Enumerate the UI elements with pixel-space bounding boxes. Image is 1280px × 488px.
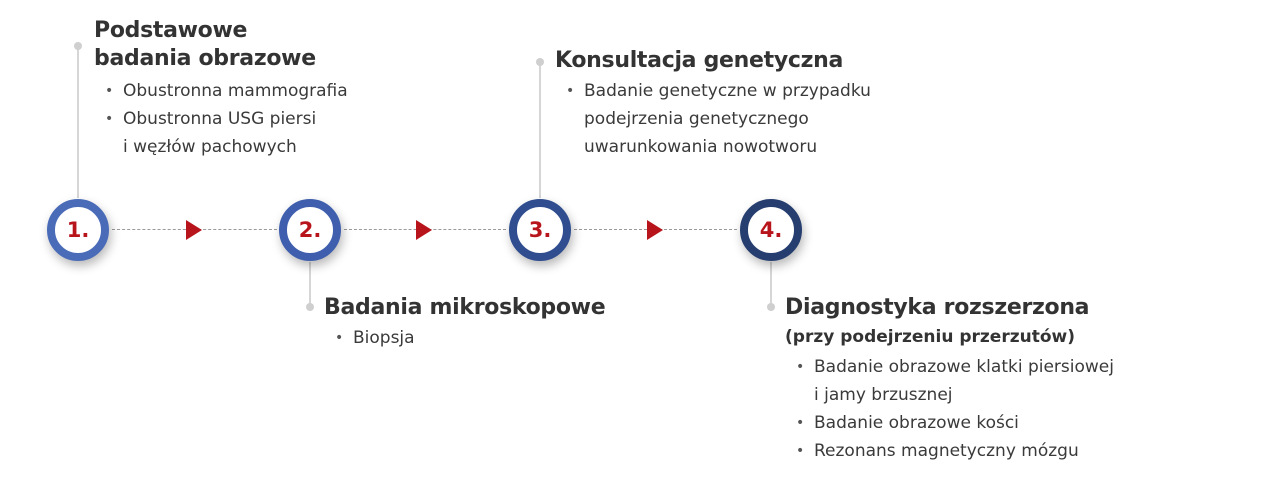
leader-dot bbox=[536, 58, 544, 66]
step-2-number: 2. bbox=[298, 218, 322, 242]
list-item: Badanie obrazowe kości bbox=[792, 409, 1114, 437]
step-1-title-line-2: badania obrazowe bbox=[94, 46, 316, 71]
step-2-circle: 2. bbox=[279, 199, 341, 261]
list-item: Biopsja bbox=[331, 324, 415, 352]
step-1-number: 1. bbox=[66, 218, 90, 242]
leader-dot bbox=[306, 303, 314, 311]
step-3-circle: 3. bbox=[509, 199, 571, 261]
list-item: Obustronna mammografia bbox=[101, 77, 348, 105]
leader-line bbox=[309, 262, 311, 307]
arrow-right-icon bbox=[647, 220, 663, 240]
leader-dot bbox=[74, 42, 82, 50]
leader-line bbox=[770, 262, 772, 307]
step-3-number: 3. bbox=[528, 218, 552, 242]
list-item: Badanie genetyczne w przypadku bbox=[562, 77, 871, 105]
leader-line bbox=[539, 62, 541, 198]
step-4-list: Badanie obrazowe klatki piersiowej i jam… bbox=[792, 353, 1114, 465]
list-item-continuation: uwarunkowania nowotworu bbox=[584, 137, 818, 157]
step-4-number: 4. bbox=[759, 218, 783, 242]
arrow-right-icon bbox=[416, 220, 432, 240]
step-1-title: Podstawowe badania obrazowe bbox=[94, 17, 316, 73]
step-4-title: Diagnostyka rozszerzona bbox=[785, 295, 1090, 320]
list-item: Badanie obrazowe klatki piersiowej bbox=[792, 353, 1114, 381]
leader-dot bbox=[767, 303, 775, 311]
step-3-list: Badanie genetyczne w przypadku podejrzen… bbox=[562, 77, 871, 161]
step-4-circle: 4. bbox=[740, 199, 802, 261]
list-item: Obustronna USG piersi bbox=[101, 105, 348, 133]
arrow-right-icon bbox=[186, 220, 202, 240]
list-item: Rezonans magnetyczny mózgu bbox=[792, 437, 1114, 465]
step-2-list: Biopsja bbox=[331, 324, 415, 352]
step-3-title: Konsultacja genetyczna bbox=[555, 48, 844, 73]
leader-line bbox=[77, 46, 79, 198]
list-item-continuation: i jamy brzusznej bbox=[814, 385, 953, 405]
step-2-title: Badania mikroskopowe bbox=[324, 295, 606, 320]
list-item-continuation: i węzłów pachowych bbox=[123, 137, 297, 157]
step-1-title-line-1: Podstawowe bbox=[94, 18, 248, 43]
step-4-subtitle: (przy podejrzeniu przerzutów) bbox=[785, 327, 1075, 347]
step-1-circle: 1. bbox=[47, 199, 109, 261]
list-item-continuation: podejrzenia genetycznego bbox=[584, 109, 809, 129]
step-1-list: Obustronna mammografia Obustronna USG pi… bbox=[101, 77, 348, 161]
